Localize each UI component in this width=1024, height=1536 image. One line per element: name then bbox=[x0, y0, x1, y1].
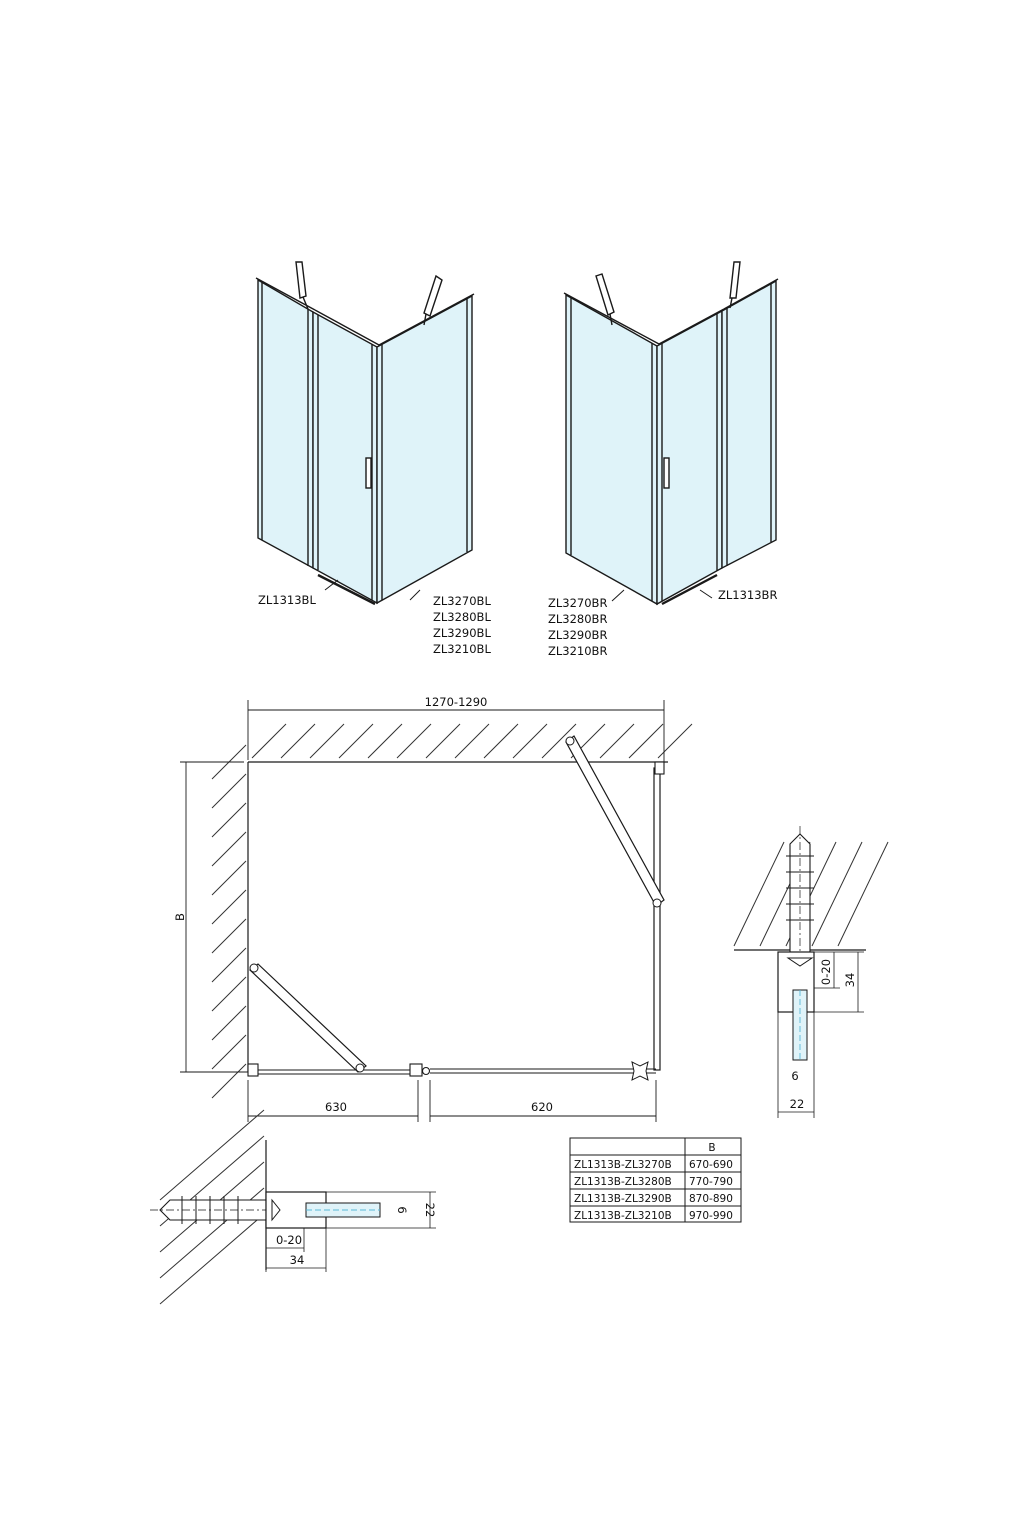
part-label: ZL3280BR bbox=[548, 612, 607, 626]
hatch-line bbox=[628, 723, 664, 759]
part-label: ZL3290BR bbox=[548, 628, 607, 642]
table-cell: ZL1313B-ZL3290B bbox=[574, 1193, 672, 1205]
stabilizer-arm-plan bbox=[249, 963, 367, 1073]
hatch-line bbox=[599, 723, 635, 759]
part-label: ZL3290BL bbox=[433, 626, 491, 640]
part-label: ZL3270BL bbox=[433, 594, 491, 608]
part-label: ZL3210BR bbox=[548, 644, 607, 658]
stabilizer-arm bbox=[729, 261, 741, 299]
hatch-line bbox=[211, 860, 247, 896]
hatch-line bbox=[159, 1213, 265, 1305]
table-cell: ZL1313B-ZL3210B bbox=[574, 1210, 672, 1222]
hatch-line bbox=[211, 889, 247, 925]
profile-dimension: 34 bbox=[843, 973, 857, 988]
part-label: ZL3270BR bbox=[548, 596, 607, 610]
side-glass-plan bbox=[653, 767, 661, 1071]
fixed-panel bbox=[257, 278, 314, 570]
part-label: ZL1313BL bbox=[258, 593, 316, 607]
table-cell: 670-690 bbox=[689, 1159, 733, 1171]
hatch-line bbox=[280, 723, 316, 759]
stabilizer-arm bbox=[423, 274, 443, 317]
right-segment-dimension: 620 bbox=[531, 1100, 553, 1114]
plan-view: 1270-1290 B 630 620 bbox=[173, 695, 693, 1122]
hatch-line bbox=[367, 723, 403, 759]
height-dimension: 22 bbox=[423, 1203, 437, 1218]
adjust-dimension: 0-20 bbox=[276, 1233, 302, 1247]
hatch-line bbox=[512, 723, 548, 759]
part-label: ZL1313BR bbox=[718, 588, 777, 602]
left-segment-dimension: 630 bbox=[325, 1100, 347, 1114]
side-panel bbox=[376, 294, 473, 605]
hatch-line bbox=[211, 1063, 247, 1099]
hatch-line bbox=[309, 723, 345, 759]
size-table: B ZL1313B-ZL3270B 670-690 ZL1313B-ZL3280… bbox=[569, 1137, 742, 1223]
table-header: B bbox=[708, 1142, 715, 1154]
left-view-labels: ZL1313BL ZL3270BL ZL3280BL ZL3290BL ZL32… bbox=[258, 579, 491, 656]
hatch-line bbox=[211, 802, 247, 838]
hatch-line bbox=[159, 1109, 265, 1201]
glass-dimension: 6 bbox=[395, 1206, 409, 1213]
hatch-line bbox=[657, 723, 693, 759]
glass-dimension: 6 bbox=[791, 1069, 798, 1083]
hatch-line bbox=[483, 723, 519, 759]
hatch-line bbox=[425, 723, 461, 759]
part-label: ZL3280BL bbox=[433, 610, 491, 624]
hatch-line bbox=[211, 1005, 247, 1041]
width-dimension: 1270-1290 bbox=[425, 695, 488, 709]
right-view-labels: ZL3270BR ZL3280BR ZL3290BR ZL3210BR ZL13… bbox=[548, 588, 777, 658]
hatch-line bbox=[811, 841, 863, 947]
part-label: ZL3210BL bbox=[433, 642, 491, 656]
table-cell: 770-790 bbox=[689, 1176, 733, 1188]
side-panel bbox=[565, 293, 658, 606]
hatch-line bbox=[396, 723, 432, 759]
left-3d-view bbox=[255, 261, 475, 606]
fixed-panel bbox=[721, 279, 777, 570]
hatch-line bbox=[541, 723, 577, 759]
hatch-line bbox=[338, 723, 374, 759]
hatch-line bbox=[733, 841, 785, 947]
detail-left: 22 6 0-20 34 bbox=[150, 1109, 437, 1305]
profile-dimension: 34 bbox=[290, 1253, 305, 1267]
depth-dimension: B bbox=[173, 913, 187, 921]
hatch-line bbox=[211, 831, 247, 867]
hatch-line bbox=[251, 723, 287, 759]
stabilizer-arm bbox=[595, 273, 615, 316]
hatch-line bbox=[454, 723, 490, 759]
detail-right: 0-20 34 6 22 bbox=[733, 826, 889, 1118]
table-cell: 870-890 bbox=[689, 1193, 733, 1205]
hatch-line bbox=[211, 947, 247, 983]
adjust-dimension: 0-20 bbox=[819, 959, 833, 985]
hatch-line bbox=[211, 976, 247, 1012]
table-cell: ZL1313B-ZL3280B bbox=[574, 1176, 672, 1188]
hatch-line bbox=[211, 918, 247, 954]
door-handle bbox=[365, 457, 372, 489]
door-handle bbox=[663, 457, 670, 489]
hatch-line bbox=[211, 1034, 247, 1070]
hatch-line bbox=[211, 773, 247, 809]
width-dimension: 22 bbox=[790, 1097, 805, 1111]
table-cell: ZL1313B-ZL3270B bbox=[574, 1159, 672, 1171]
stabilizer-arm bbox=[295, 261, 307, 299]
table-cell: 970-990 bbox=[689, 1210, 733, 1222]
hatch-line bbox=[837, 841, 889, 947]
right-3d-view bbox=[563, 261, 779, 606]
